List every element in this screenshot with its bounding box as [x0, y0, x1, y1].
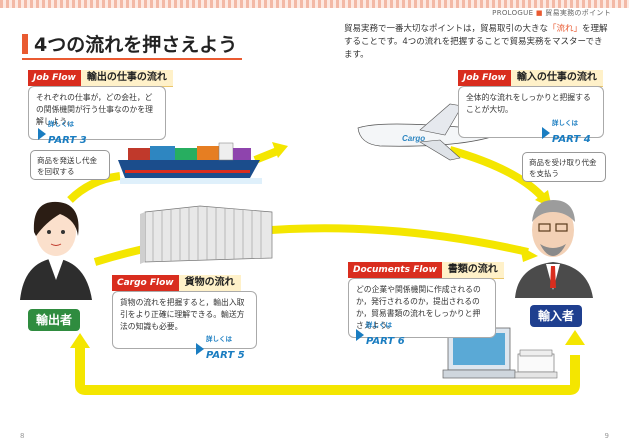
header-stripe: [0, 0, 629, 8]
cargo-flow-text: 貨物の流れを把握すると，輸出入取引をより正確に理解できる。輸送方法の知識も必要。: [120, 298, 245, 331]
job-flow-export-title: 輸出の仕事の流れ: [80, 69, 173, 87]
plane-cargo-text: Cargo: [402, 134, 425, 143]
ref-part-text: PART 6: [366, 336, 405, 347]
cargo-flow-label: Cargo Flow 貨物の流れ: [112, 274, 241, 292]
ref-part-text: PART 5: [206, 350, 245, 361]
job-flow-export-tag: Job Flow: [28, 70, 81, 86]
documents-flow-title: 書類の流れ: [441, 261, 504, 279]
title-accent-bar: [22, 34, 28, 54]
bottom-arrow-head-right: [565, 330, 585, 345]
header-separator: ■: [535, 9, 543, 17]
job-flow-export-ref[interactable]: 詳しくは PART 3: [38, 121, 87, 147]
documents-flow-label: Documents Flow 書類の流れ: [348, 261, 504, 279]
part-arrow-icon: [38, 128, 46, 140]
ref-part-text: PART 4: [552, 134, 591, 145]
documents-flow-tag: Documents Flow: [348, 262, 442, 278]
intro-pre: 貿易実務で一番大切なポイントは，貿易取引の大きな: [344, 24, 549, 34]
cargo-flow-ref[interactable]: 詳しくは PART 5: [196, 336, 245, 362]
intro-highlight: 「流れ」: [548, 24, 583, 34]
container-ship-illustration: [118, 142, 262, 184]
cargo-arrow-head: [520, 246, 538, 262]
ref-small-text: 詳しくは: [552, 119, 578, 127]
job-flow-import-tag: Job Flow: [458, 70, 511, 86]
bottom-return-arrow: [75, 345, 580, 395]
part-arrow-icon: [356, 329, 364, 341]
job-flow-import-box: 全体的な流れをしっかりと把握することが大切。: [458, 86, 604, 138]
header-section-tag: PROLOGUE ■ 貿易実務のポイント: [492, 8, 611, 18]
title-underline: [22, 58, 242, 60]
importer-person-illustration: [515, 200, 593, 298]
importer-bubble-text: 商品を受け取り代金を支払う: [529, 158, 597, 178]
page-number-right: 9: [604, 432, 609, 440]
shipping-container-illustration: [140, 205, 273, 264]
job-flow-import-label: Job Flow 輸入の仕事の流れ: [458, 69, 603, 87]
top-arrow-head-mid: [272, 142, 288, 158]
top-flow-arrow-right: [448, 146, 549, 203]
intro-text: 貿易実務で一番大切なポイントは，貿易取引の大きな「流れ」を理解することです。4つ…: [344, 23, 610, 62]
cargo-flow-title: 貨物の流れ: [178, 274, 241, 292]
job-flow-import-text: 全体的な流れをしっかりと把握することが大切。: [466, 93, 591, 114]
documents-flow-text: どの企業や関係機関に作成されるのか，発行されるのか，提出されるのか，貿易書類の流…: [356, 285, 481, 330]
part-arrow-icon: [196, 343, 204, 355]
intro-post: を理解することです。4つの流れを把握することで貿易実務をマスターできます。: [344, 24, 608, 60]
job-flow-import-title: 輸入の仕事の流れ: [510, 69, 603, 87]
cargo-flow-tag: Cargo Flow: [112, 275, 179, 291]
cargo-flow-box: 貨物の流れを把握すると，輸出入取引をより正確に理解できる。輸送方法の知識も必要。: [112, 291, 257, 349]
ref-part-text: PART 3: [48, 135, 87, 146]
exporter-person-illustration: [20, 201, 92, 300]
header-series: PROLOGUE: [492, 9, 534, 17]
job-flow-import-ref[interactable]: 詳しくは PART 4: [542, 120, 591, 146]
bottom-arrow-head-left: [70, 333, 90, 348]
page-number-left: 8: [20, 432, 25, 440]
exporter-bubble-text: 商品を発送し代金を回収する: [37, 156, 97, 176]
ref-small-text: 詳しくは: [366, 321, 392, 329]
documents-flow-box: どの企業や関係機関に作成されるのか，発行されるのか，提出されるのか，貿易書類の流…: [348, 278, 496, 338]
job-flow-export-box: それぞれの仕事が，どの会社，どの関係機関が行う仕事なのかを理解しよう。: [28, 86, 166, 140]
header-subtitle: 貿易実務のポイント: [545, 9, 611, 17]
exporter-speech-bubble: 商品を発送し代金を回収する: [30, 150, 110, 180]
top-flow-arrow-left: [67, 172, 121, 203]
job-flow-export-label: Job Flow 輸出の仕事の流れ: [28, 69, 173, 87]
ref-small-text: 詳しくは: [206, 335, 232, 343]
exporter-role-label: 輸出者: [28, 309, 80, 331]
documents-flow-ref[interactable]: 詳しくは PART 6: [356, 322, 405, 348]
job-flow-export-text: それぞれの仕事が，どの会社，どの関係機関が行う仕事なのかを理解しよう。: [36, 93, 153, 126]
part-arrow-icon: [542, 127, 550, 139]
ref-small-text: 詳しくは: [48, 120, 74, 128]
importer-role-label: 輸入者: [530, 305, 582, 327]
importer-speech-bubble: 商品を受け取り代金を支払う: [522, 152, 606, 182]
page-title: 4つの流れを押さえよう: [34, 34, 238, 56]
